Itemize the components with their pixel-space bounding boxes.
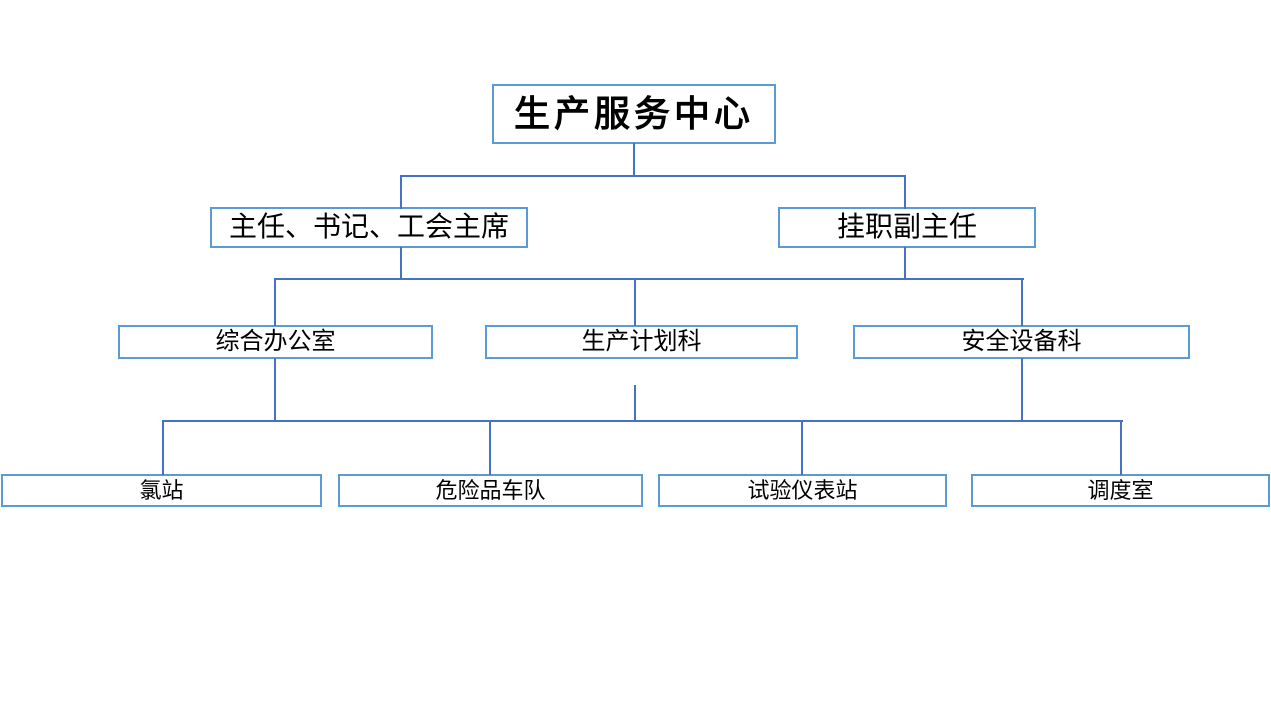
connector-drop-hazardous-goods-fleet: [489, 420, 491, 475]
connector-drop-dispatch-room: [1120, 420, 1122, 475]
org-node-label: 生产服务中心: [513, 94, 754, 134]
org-node-general-office: 综合办公室: [118, 325, 433, 359]
connector-stem-general-office: [274, 358, 276, 422]
org-node-label: 挂职副主任: [836, 212, 977, 243]
org-node-hazardous-goods-fleet: 危险品车队: [338, 474, 643, 507]
org-node-label: 生产计划科: [581, 329, 702, 355]
connector-drop-director: [400, 175, 402, 209]
org-node-label: 主任、书记、工会主席: [228, 212, 509, 243]
connector-stem-deputy: [904, 247, 906, 280]
connector-drop-general-office: [274, 278, 276, 326]
connector-drop-test-instrument-station: [801, 420, 803, 475]
org-node-dispatch-room: 调度室: [971, 474, 1270, 507]
org-node-label: 综合办公室: [215, 329, 336, 355]
connector-stem-director: [400, 247, 402, 280]
org-node-label: 安全设备科: [961, 329, 1082, 355]
connector-root-stem: [633, 143, 635, 177]
org-node-adjunct-deputy-director: 挂职副主任: [778, 207, 1036, 248]
connector-rail-level4: [162, 420, 1123, 422]
org-node-label: 氯站: [139, 478, 184, 503]
org-node-test-instrument-station: 试验仪表站: [658, 474, 947, 507]
org-node-label: 危险品车队: [435, 478, 546, 503]
connector-drop-chlorine-station: [162, 420, 164, 475]
org-node-chlorine-station: 氯站: [1, 474, 322, 507]
connector-stem-production-planning: [634, 385, 636, 422]
connector-drop-deputy: [904, 175, 906, 209]
connector-rail-level2: [400, 175, 906, 177]
connector-rail-level3: [274, 278, 1024, 280]
org-node-production-service-center: 生产服务中心: [492, 84, 776, 144]
connector-drop-production-planning: [634, 278, 636, 326]
org-node-production-planning-section: 生产计划科: [485, 325, 798, 359]
org-node-label: 试验仪表站: [747, 478, 858, 503]
org-node-label: 调度室: [1087, 478, 1154, 503]
connector-drop-safety-equipment: [1021, 278, 1023, 326]
connector-stem-safety-equipment: [1021, 358, 1023, 422]
org-node-director-secretary-union-chairman: 主任、书记、工会主席: [210, 207, 528, 248]
org-node-safety-equipment-section: 安全设备科: [853, 325, 1190, 359]
